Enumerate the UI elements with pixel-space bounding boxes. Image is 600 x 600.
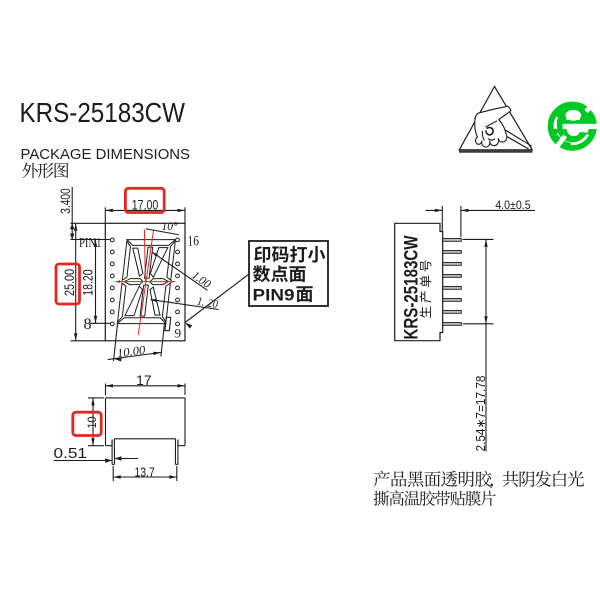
svg-text:PACKAGE DIMENSIONS: PACKAGE DIMENSIONS	[21, 146, 191, 163]
svg-text:1. 20: 1. 20	[196, 296, 219, 312]
svg-text:2.54∗7=17.78: 2.54∗7=17.78	[474, 375, 488, 451]
svg-text:10°: 10°	[162, 221, 179, 233]
svg-text:10.00: 10.00	[116, 343, 146, 361]
svg-text:16: 16	[188, 233, 199, 249]
svg-text:9: 9	[175, 327, 182, 341]
svg-text:18.20: 18.20	[81, 269, 96, 296]
svg-text:0.51: 0.51	[54, 446, 88, 462]
svg-text:17.00: 17.00	[132, 197, 159, 212]
svg-text:3.400: 3.400	[58, 188, 73, 214]
svg-text:25.00: 25.00	[62, 269, 77, 296]
svg-text:KRS-25183CW: KRS-25183CW	[402, 235, 423, 339]
svg-text:PIN1: PIN1	[79, 236, 102, 251]
svg-text:8: 8	[84, 316, 92, 333]
svg-text:PIN9: PIN9	[253, 287, 295, 305]
svg-text:,: ,	[490, 470, 494, 490]
svg-text:KRS-25183CW: KRS-25183CW	[20, 97, 186, 128]
svg-text:17: 17	[136, 373, 152, 388]
svg-text:10: 10	[85, 416, 99, 428]
svg-text:13.7: 13.7	[135, 465, 155, 479]
svg-text:4.0±0.5: 4.0±0.5	[495, 198, 531, 212]
svg-text:1.00: 1.00	[189, 268, 213, 291]
